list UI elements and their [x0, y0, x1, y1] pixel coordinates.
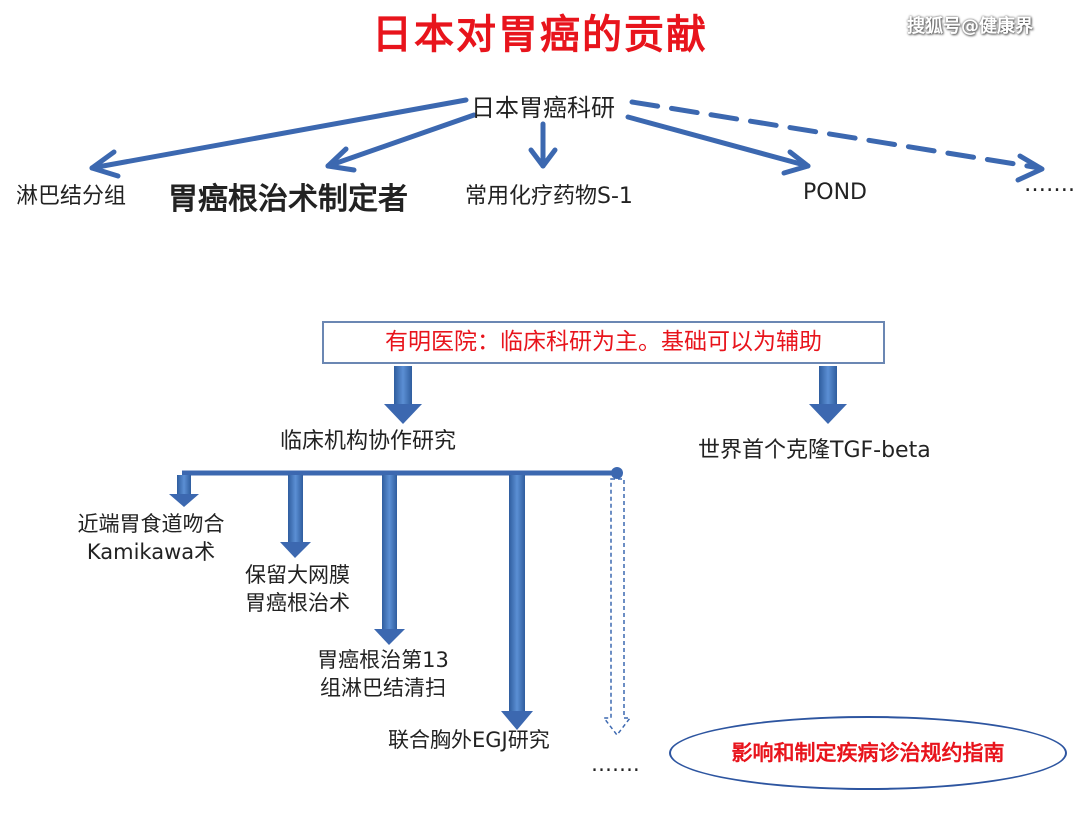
page-title: 日本对胃癌的贡献 [372, 11, 708, 58]
conclusion-ellipse: 影响和制定疾病诊治规约指南 [669, 716, 1067, 790]
block-arrow-to-clinical [384, 366, 422, 424]
node-tgf-beta: 世界首个克隆TGF-beta [698, 438, 931, 463]
branch-item-1: 近端胃食道吻合 Kamikawa术 [77, 512, 225, 564]
branch-arrow-1 [169, 475, 199, 507]
node-more: ……. [1024, 172, 1075, 197]
arrow-to-pond [625, 114, 811, 176]
arrow-to-lymph-groups [89, 97, 469, 179]
node-s1-drug: 常用化疗药物S-1 [465, 184, 633, 209]
branch-item-4: 联合胸外EGJ研究 [388, 728, 550, 752]
branch-item-2: 保留大网膜 胃癌根治术 [245, 563, 350, 615]
dashed-arrow-to-more [629, 99, 1045, 183]
arrow-to-radical-surgery [325, 112, 477, 173]
branch-arrow-4 [501, 475, 533, 730]
branch-item-5: ……. [591, 752, 640, 776]
node-lymph-groups: 淋巴结分组 [16, 184, 127, 209]
branch-arrow-2 [280, 475, 311, 558]
block-arrow-to-tgf [809, 366, 847, 424]
branch-arrow-5-dashed [602, 478, 632, 737]
node-clinical-collab: 临床机构协作研究 [280, 429, 457, 454]
branch-item-3: 胃癌根治第13 组淋巴结清扫 [317, 648, 449, 700]
branch-arrow-3 [374, 475, 405, 645]
root-node: 日本胃癌科研 [471, 94, 615, 122]
node-radical-surgery: 胃癌根治术制定者 [168, 182, 408, 217]
watermark: 搜狐号@健康界 [907, 16, 1033, 37]
branch-bar [182, 467, 623, 479]
header-box: 有明医院：临床科研为主。基础可以为辅助 [322, 321, 885, 364]
node-pond: POND [803, 180, 867, 205]
arrow-to-s1-drug [528, 121, 558, 169]
